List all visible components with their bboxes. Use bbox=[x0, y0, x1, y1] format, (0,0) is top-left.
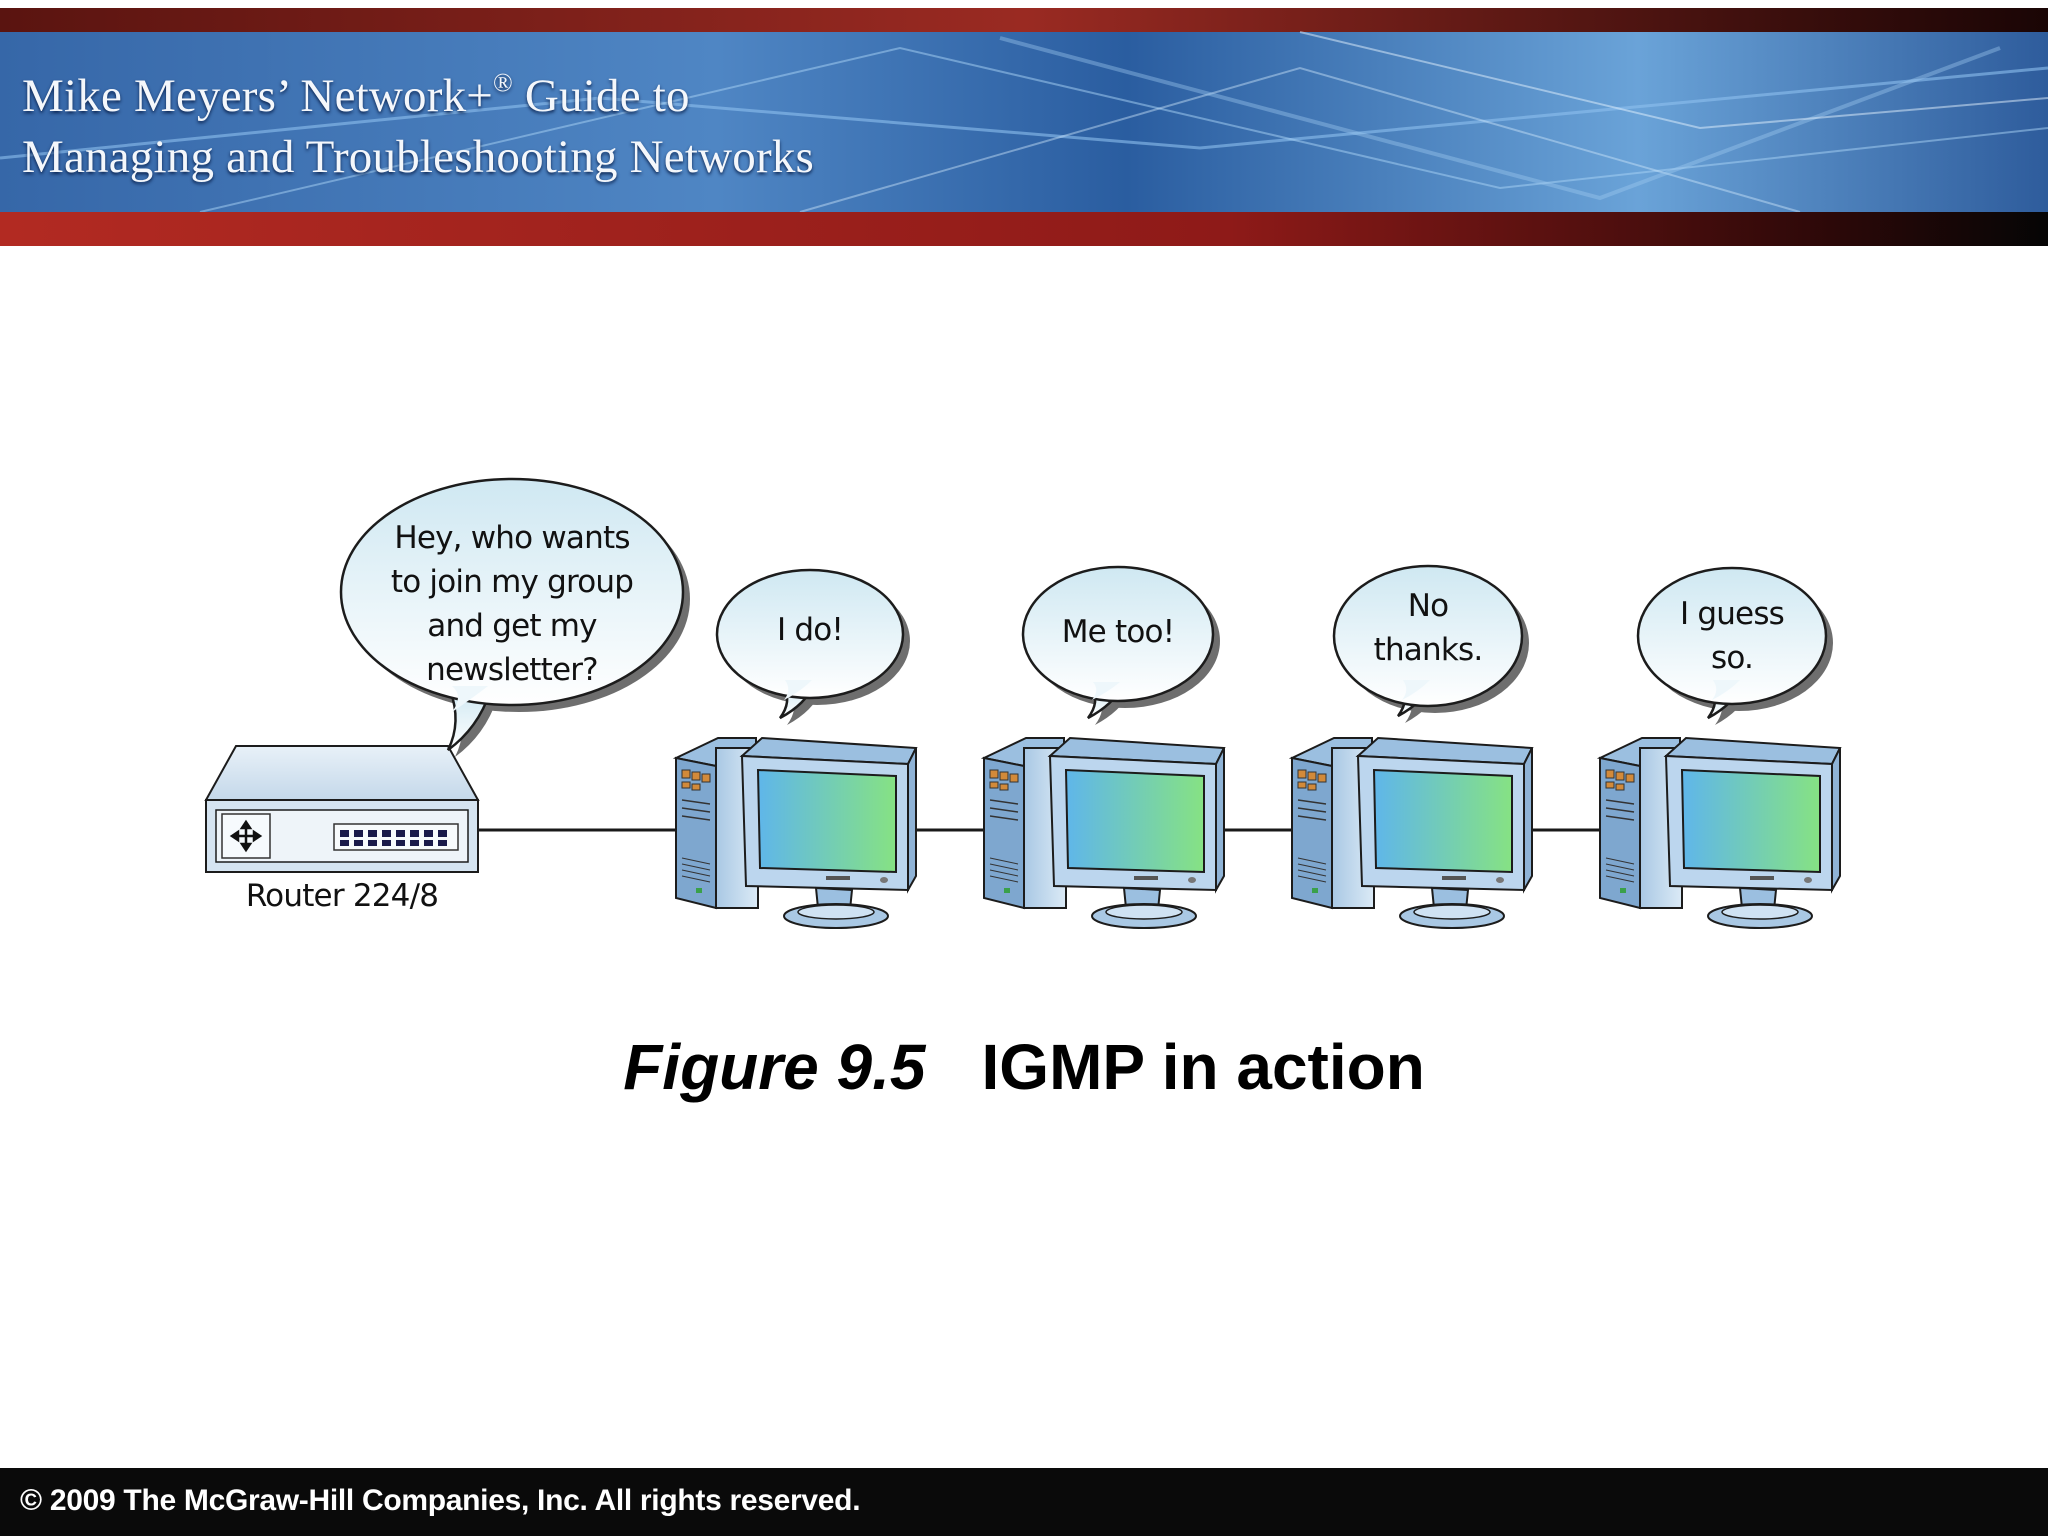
banner-background bbox=[0, 8, 2048, 246]
router-bubble-line: to join my group bbox=[390, 564, 634, 600]
bubble-line: thanks. bbox=[1373, 632, 1484, 668]
header-banner: Mike Meyers’ Network+® Guide to Managing… bbox=[0, 8, 2048, 246]
computer-4-bubble-text: I guess so. bbox=[1632, 592, 1832, 680]
bubble-line: I guess bbox=[1679, 596, 1785, 632]
copyright-text: © 2009 The McGraw-Hill Companies, Inc. A… bbox=[20, 1484, 861, 1517]
computer-3-bubble-text: No thanks. bbox=[1328, 584, 1528, 672]
figure-number: Figure 9.5 bbox=[623, 1031, 926, 1103]
bubble-line: so. bbox=[1710, 640, 1754, 676]
router-device bbox=[204, 745, 480, 873]
diagram-canvas bbox=[204, 477, 1841, 929]
igmp-diagram: Hey, who wants to join my group and get … bbox=[204, 477, 1841, 929]
banner-title-text: Mike Meyers’ Network+ bbox=[22, 70, 493, 122]
computer-2 bbox=[983, 737, 1225, 929]
router-bubble-line: newsletter? bbox=[426, 652, 599, 688]
computer-1 bbox=[675, 737, 917, 929]
bubble-line: I do! bbox=[776, 612, 844, 648]
banner-title-end: Guide to bbox=[512, 70, 690, 122]
figure-title: IGMP in action bbox=[981, 1031, 1425, 1103]
bubble-line: No bbox=[1407, 588, 1449, 624]
router-bubble-line: and get my bbox=[427, 608, 597, 644]
banner-title: Mike Meyers’ Network+® Guide to Managing… bbox=[22, 52, 814, 188]
figure-caption: Figure 9.5 IGMP in action bbox=[0, 1030, 2048, 1104]
computer-4 bbox=[1599, 737, 1841, 929]
router-bubble-text: Hey, who wants to join my group and get … bbox=[352, 516, 672, 692]
speech-bubbles bbox=[339, 477, 1828, 752]
computer-3 bbox=[1291, 737, 1533, 929]
computer-1-bubble-text: I do! bbox=[710, 608, 910, 652]
registered-mark: ® bbox=[493, 68, 513, 97]
banner-title-line2: Managing and Troubleshooting Networks bbox=[22, 131, 815, 183]
router-label: Router 224/8 bbox=[245, 878, 439, 914]
banner-title-line1: Mike Meyers’ Network+® Guide to bbox=[22, 52, 814, 127]
computer-2-bubble-text: Me too! bbox=[1018, 610, 1218, 654]
footer-bar: © 2009 The McGraw-Hill Companies, Inc. A… bbox=[0, 1468, 2048, 1536]
bubble-line: Me too! bbox=[1061, 614, 1175, 650]
router-bubble-line: Hey, who wants bbox=[394, 520, 630, 556]
bubble-tail-joints bbox=[452, 680, 1740, 712]
